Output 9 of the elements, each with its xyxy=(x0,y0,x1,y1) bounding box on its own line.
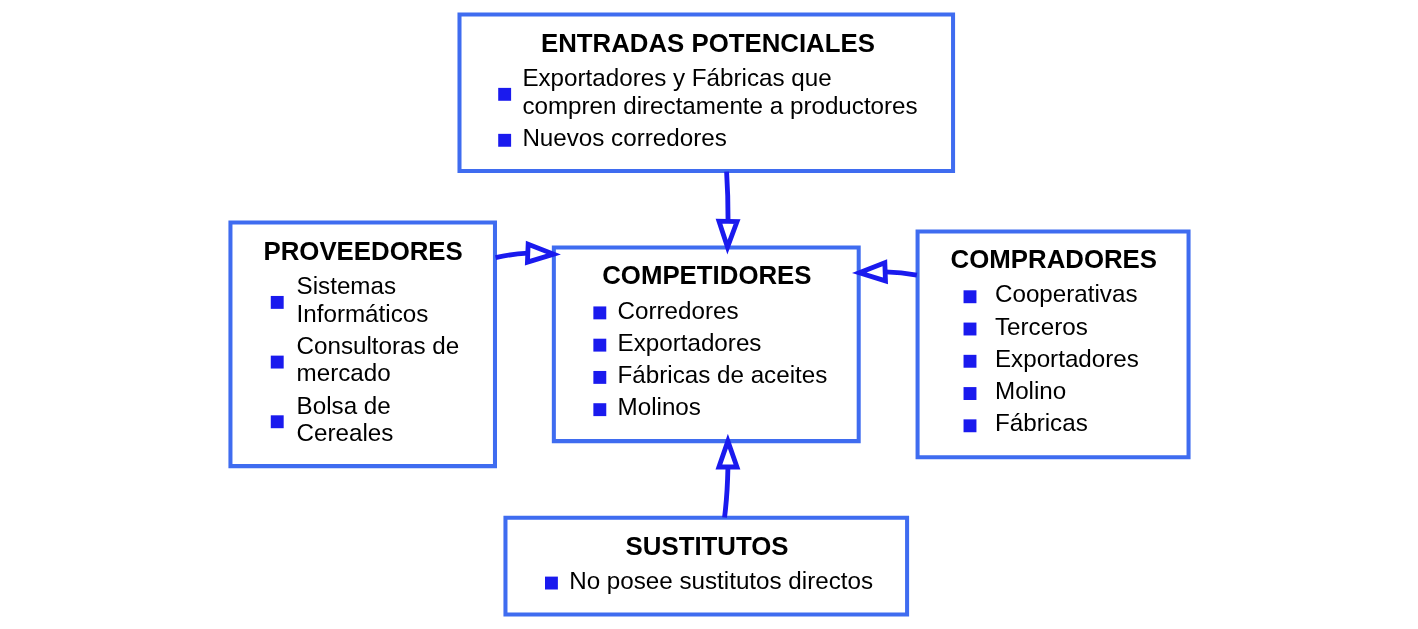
node-box: COMPETIDORES Corredores Exportadores Fábricas de aceites Molinos xyxy=(551,245,861,444)
arrow xyxy=(494,240,561,266)
node-box: ENTRADAS POTENCIALES Exportadores y Fábricas que compren directamente a productores Nuevos corredores xyxy=(456,12,955,173)
node-box: PROVEEDORES Sistemas Informáticos Consultoras de mercado Bolsa de Cereales xyxy=(227,220,497,469)
node-box: COMPRADORES Cooperativas Terceros Exportadores Molino Fábricas xyxy=(915,229,1191,460)
arrow xyxy=(715,433,740,518)
node-box: SUSTITUTOS No posee sustitutos directos xyxy=(502,515,909,617)
arrow xyxy=(715,171,741,255)
arrow xyxy=(851,259,917,285)
